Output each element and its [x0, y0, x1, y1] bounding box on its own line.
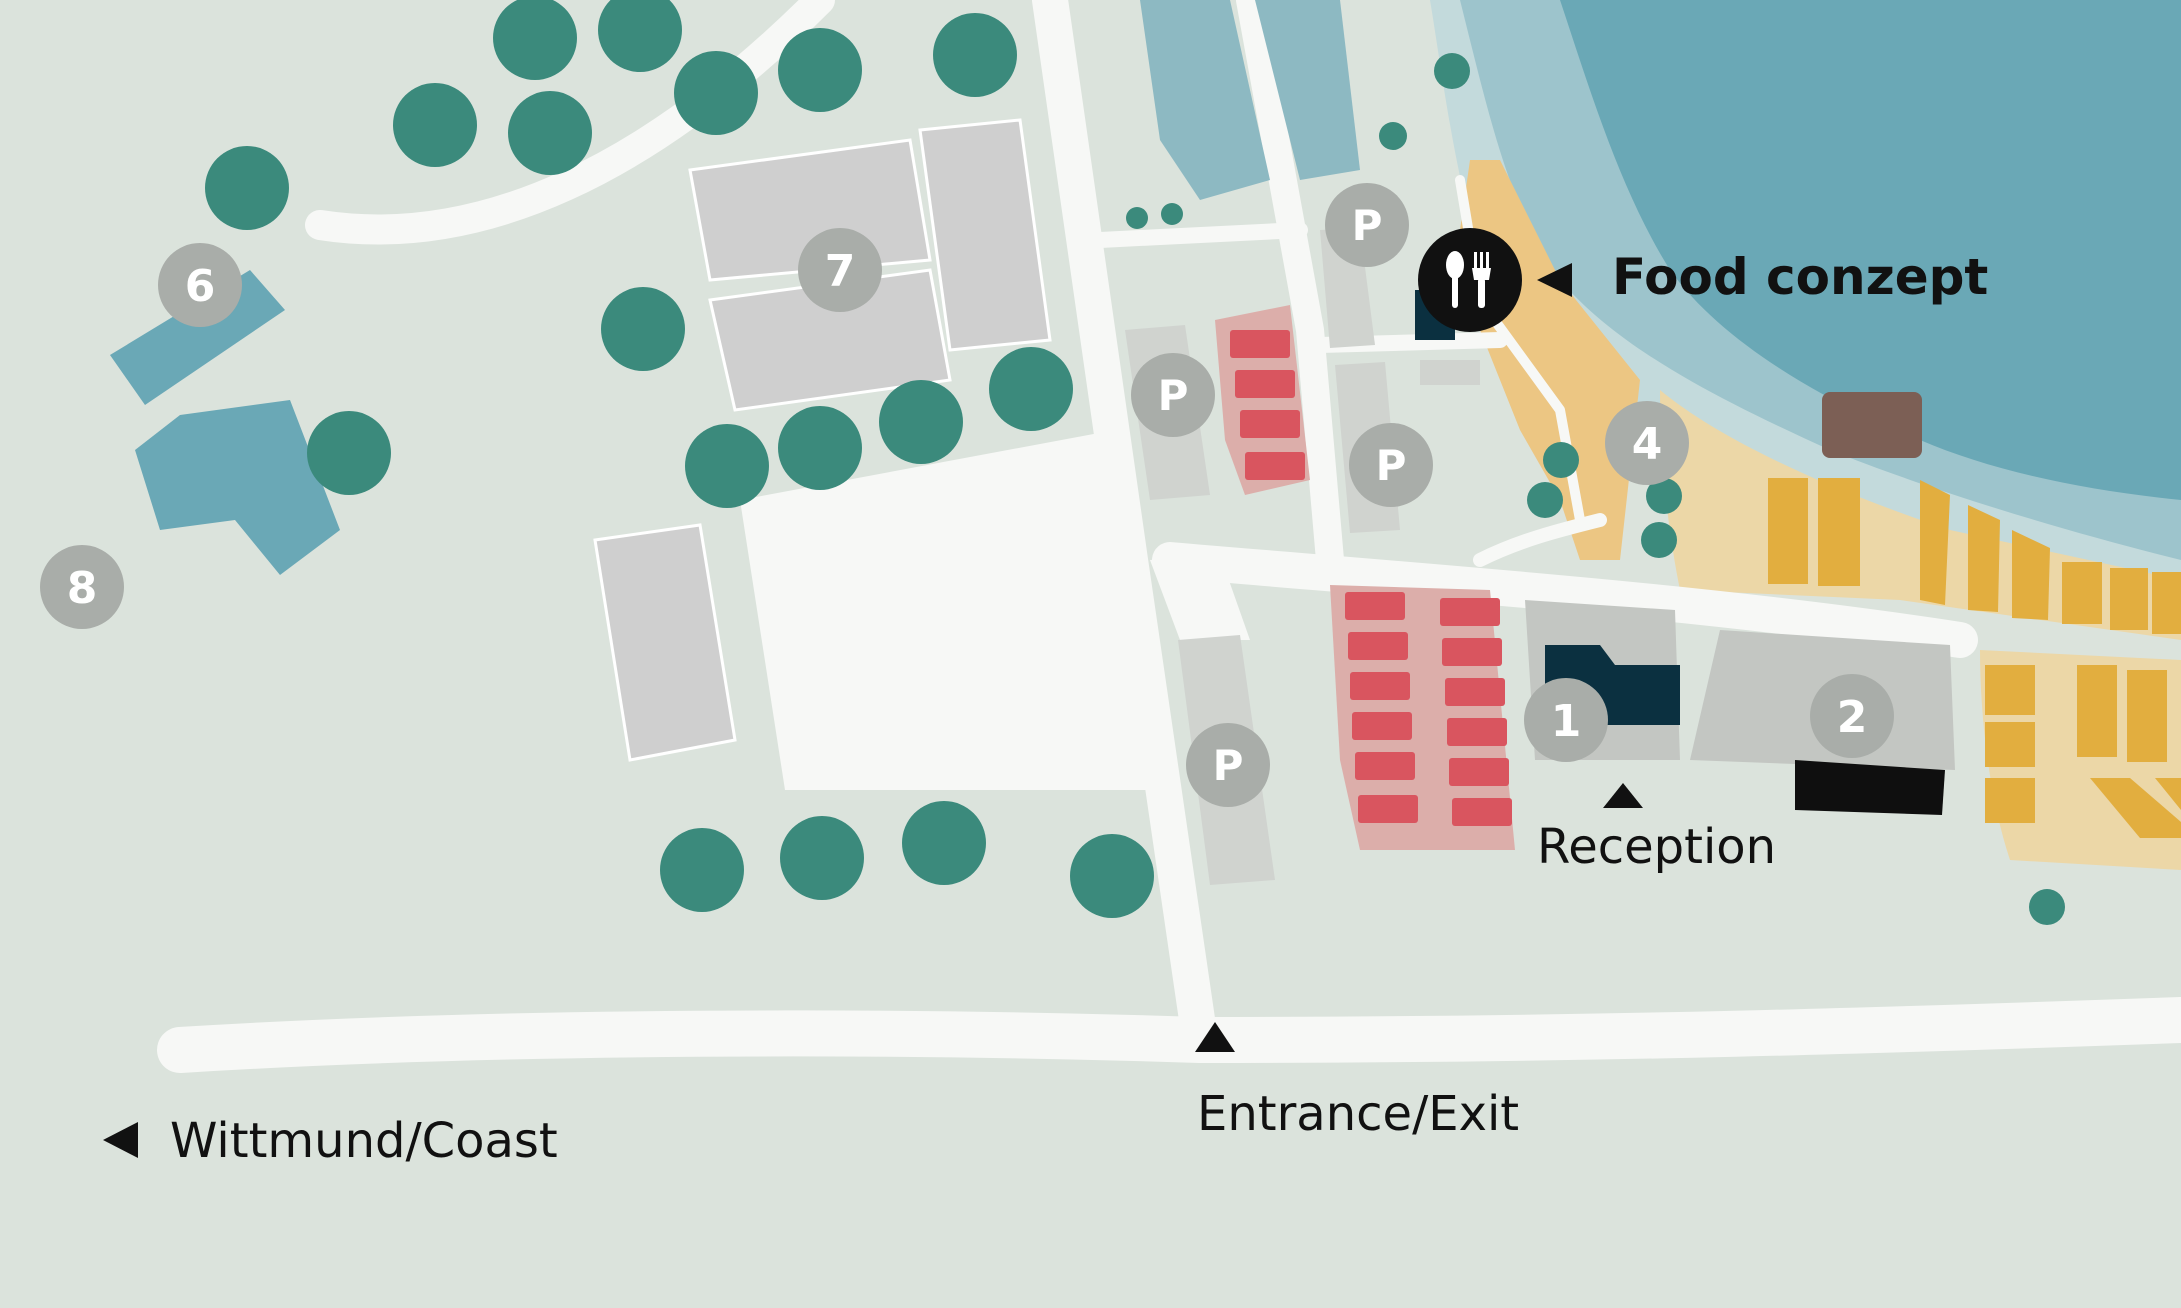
parking-marker-4[interactable] — [1186, 723, 1270, 807]
marker-2-label: 2 — [1837, 692, 1868, 743]
marker-4-circle[interactable] — [1605, 401, 1689, 485]
food-marker[interactable] — [1418, 228, 1522, 332]
marker-1-label: 1 — [1551, 696, 1582, 747]
marker-6-circle[interactable] — [158, 243, 242, 327]
direction-arrow-icon — [103, 1122, 138, 1158]
red-parking — [1215, 305, 1515, 850]
yellow-cabins — [1768, 478, 2181, 838]
food-arrow-icon — [1537, 263, 1572, 297]
open-field — [740, 430, 1150, 790]
parking-label-3: P — [1376, 441, 1407, 490]
marker-4-label: 4 — [1632, 419, 1663, 470]
marker-1-circle[interactable] — [1524, 678, 1608, 762]
numbered-markers: 1 2 4 6 7 8 — [40, 228, 1894, 762]
parking-marker-1[interactable] — [1325, 183, 1409, 267]
arrows — [103, 263, 1643, 1158]
reception-label: Reception — [1537, 819, 1777, 875]
reception-arrow-icon — [1603, 783, 1643, 808]
junction — [1150, 555, 1250, 640]
marker-7-circle[interactable] — [798, 228, 882, 312]
marker-7-label: 7 — [825, 246, 856, 297]
marker-8-circle[interactable] — [40, 545, 124, 629]
parking-markers: P P P P — [1131, 183, 1433, 807]
direction-label: Wittmund/Coast — [170, 1113, 558, 1169]
parking-label-1: P — [1352, 201, 1383, 250]
entrance-arrow-icon — [1195, 1022, 1235, 1052]
trees — [205, 0, 2065, 925]
blue-areas — [110, 0, 1360, 575]
marker-2-circle[interactable] — [1810, 674, 1894, 758]
parking-marker-3[interactable] — [1349, 423, 1433, 507]
food-label: Food conzept — [1612, 248, 1989, 306]
fork-spoon-icon — [1446, 251, 1491, 308]
marker-8-label: 8 — [67, 563, 98, 614]
parking-label-2: P — [1158, 371, 1189, 420]
lake — [1430, 0, 2181, 600]
parking-marker-2[interactable] — [1131, 353, 1215, 437]
entrance-label: Entrance/Exit — [1197, 1086, 1520, 1142]
marker-6-label: 6 — [185, 261, 216, 312]
parking-label-4: P — [1213, 741, 1244, 790]
